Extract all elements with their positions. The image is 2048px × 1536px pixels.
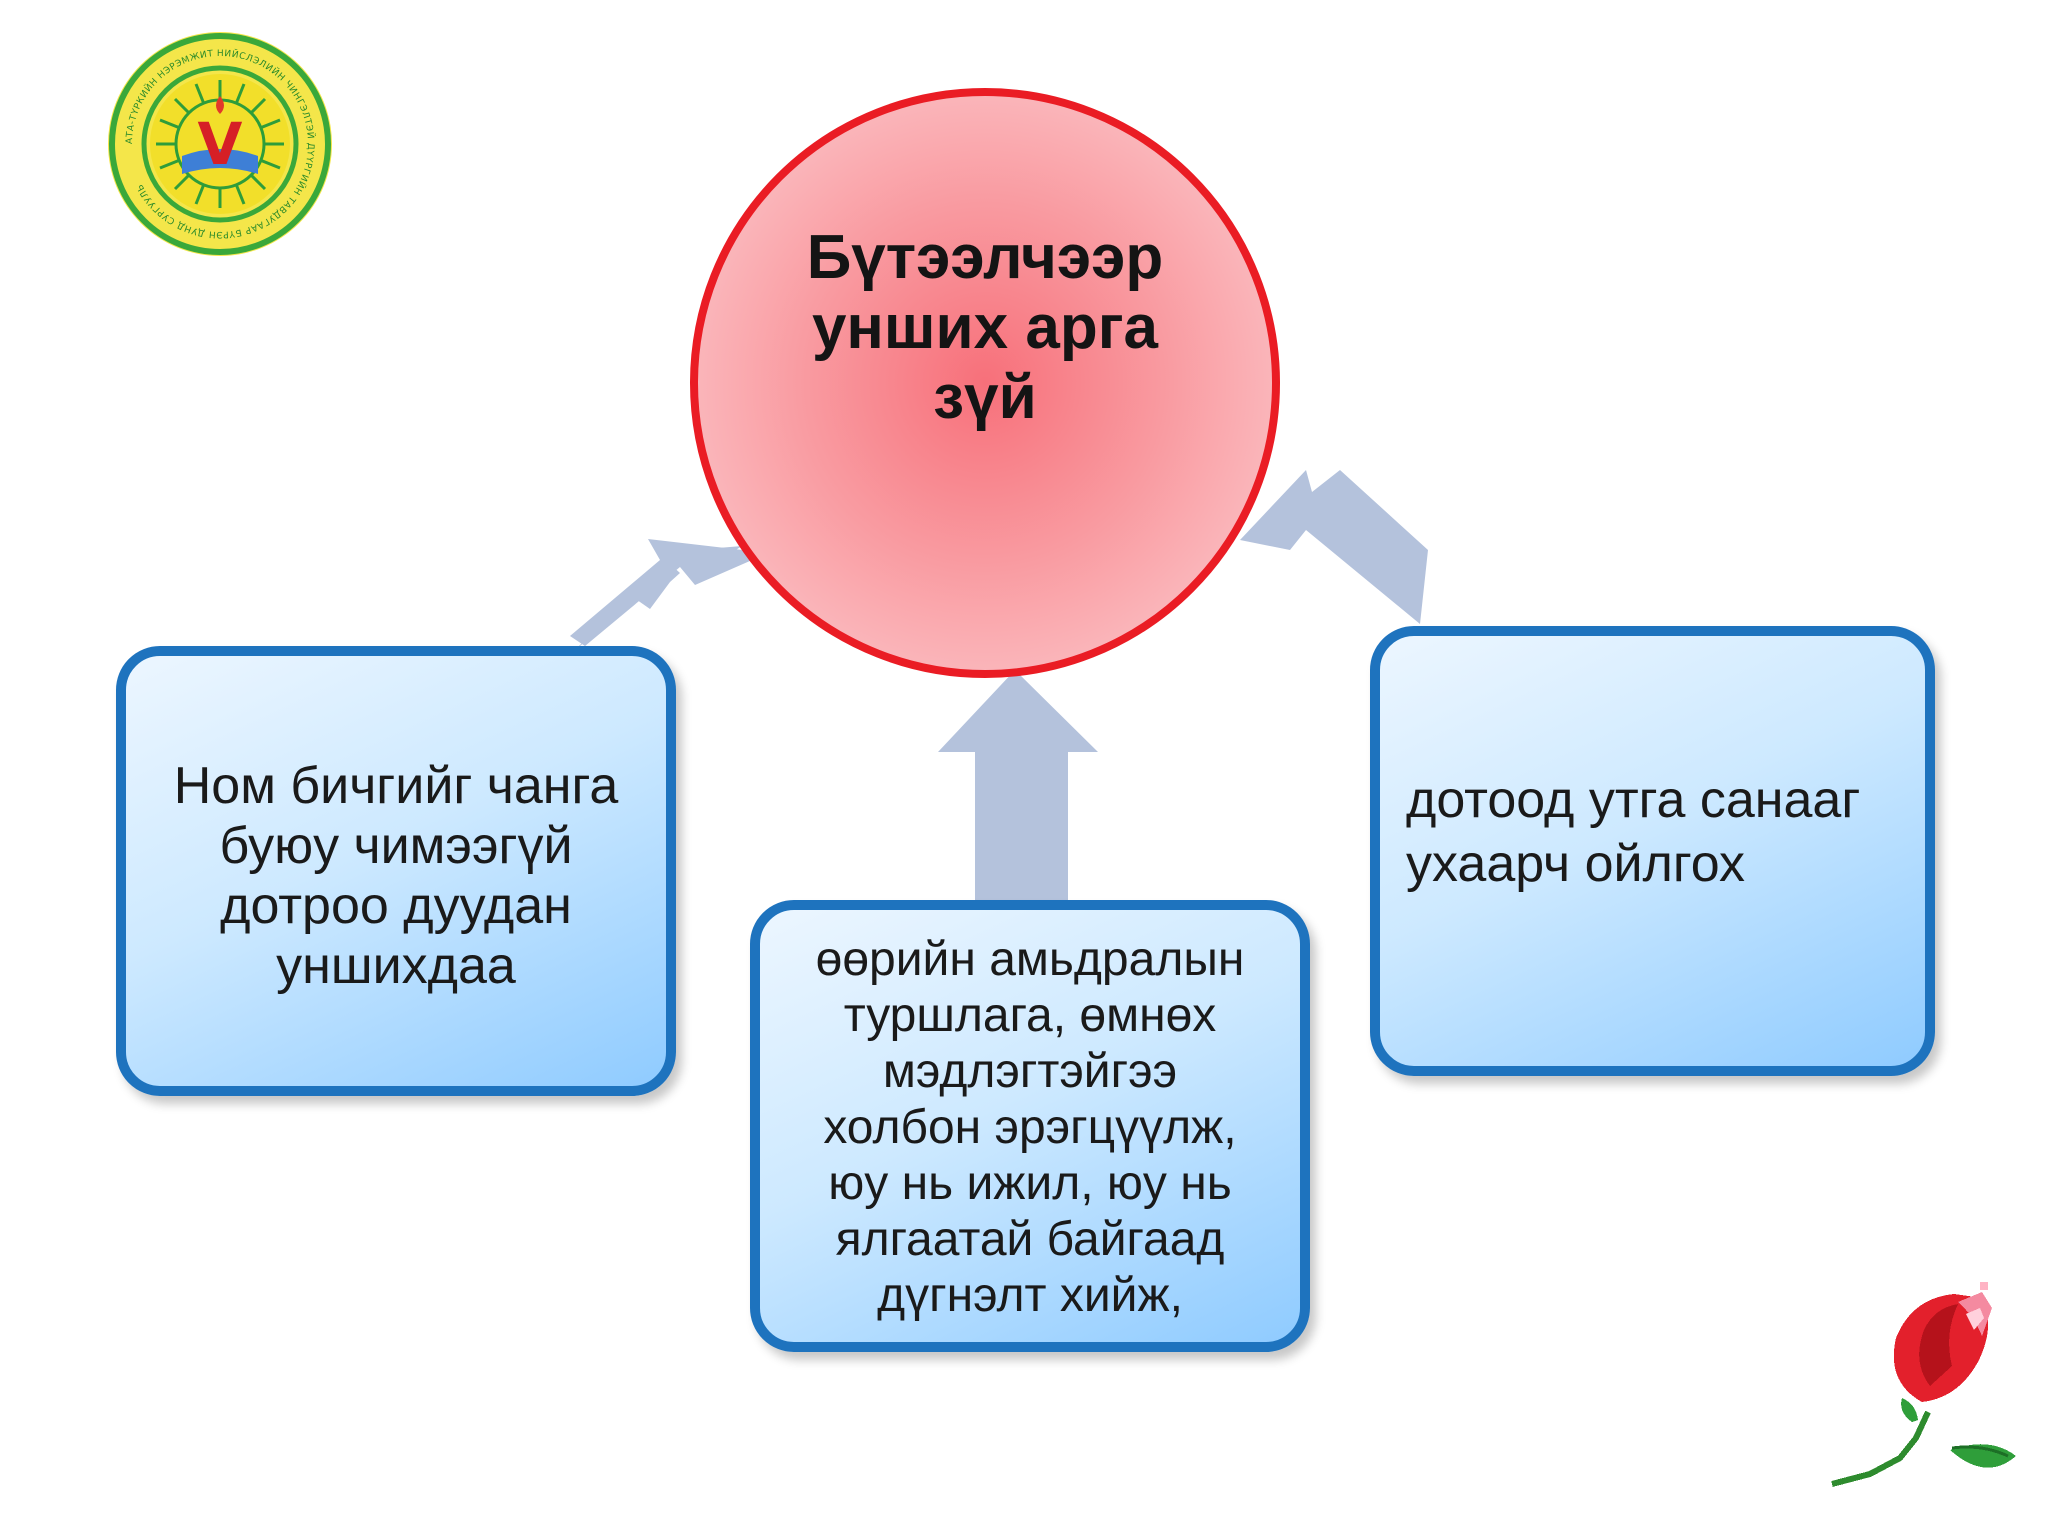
center-circle: Бүтээлчээр унших арга зүй <box>690 88 1280 678</box>
rose-icon <box>1831 1282 2016 1487</box>
logo-letter: V <box>198 110 243 178</box>
box-right-text: дотоод утга санааг ухаарч ойлгох <box>1406 771 1861 893</box>
arrow-middle-to-center <box>938 670 1098 900</box>
center-title: Бүтээлчээр унших арга зүй <box>806 223 1164 432</box>
box-middle-text: өөрийн амьдралын туршлага, өмнөх мэдлэгт… <box>815 933 1245 1322</box>
arrow-left-to-center-main <box>570 539 768 646</box>
box-left-text: Ном бичгийг чанга буюу чимээгүй дотроо д… <box>173 757 619 995</box>
box-middle: өөрийн амьдралын туршлага, өмнөх мэдлэгт… <box>750 900 1310 1352</box>
box-right: дотоод утга санааг ухаарч ойлгох <box>1370 626 1935 1076</box>
arrow-right-to-center <box>1240 470 1428 624</box>
school-logo: АТА-ТҮРКИЙН НЭРЭМЖИТ НИЙСЛЭЛИЙН ЧИНГЭЛТЭ… <box>108 32 332 256</box>
box-left: Ном бичгийг чанга буюу чимээгүй дотроо д… <box>116 646 676 1096</box>
